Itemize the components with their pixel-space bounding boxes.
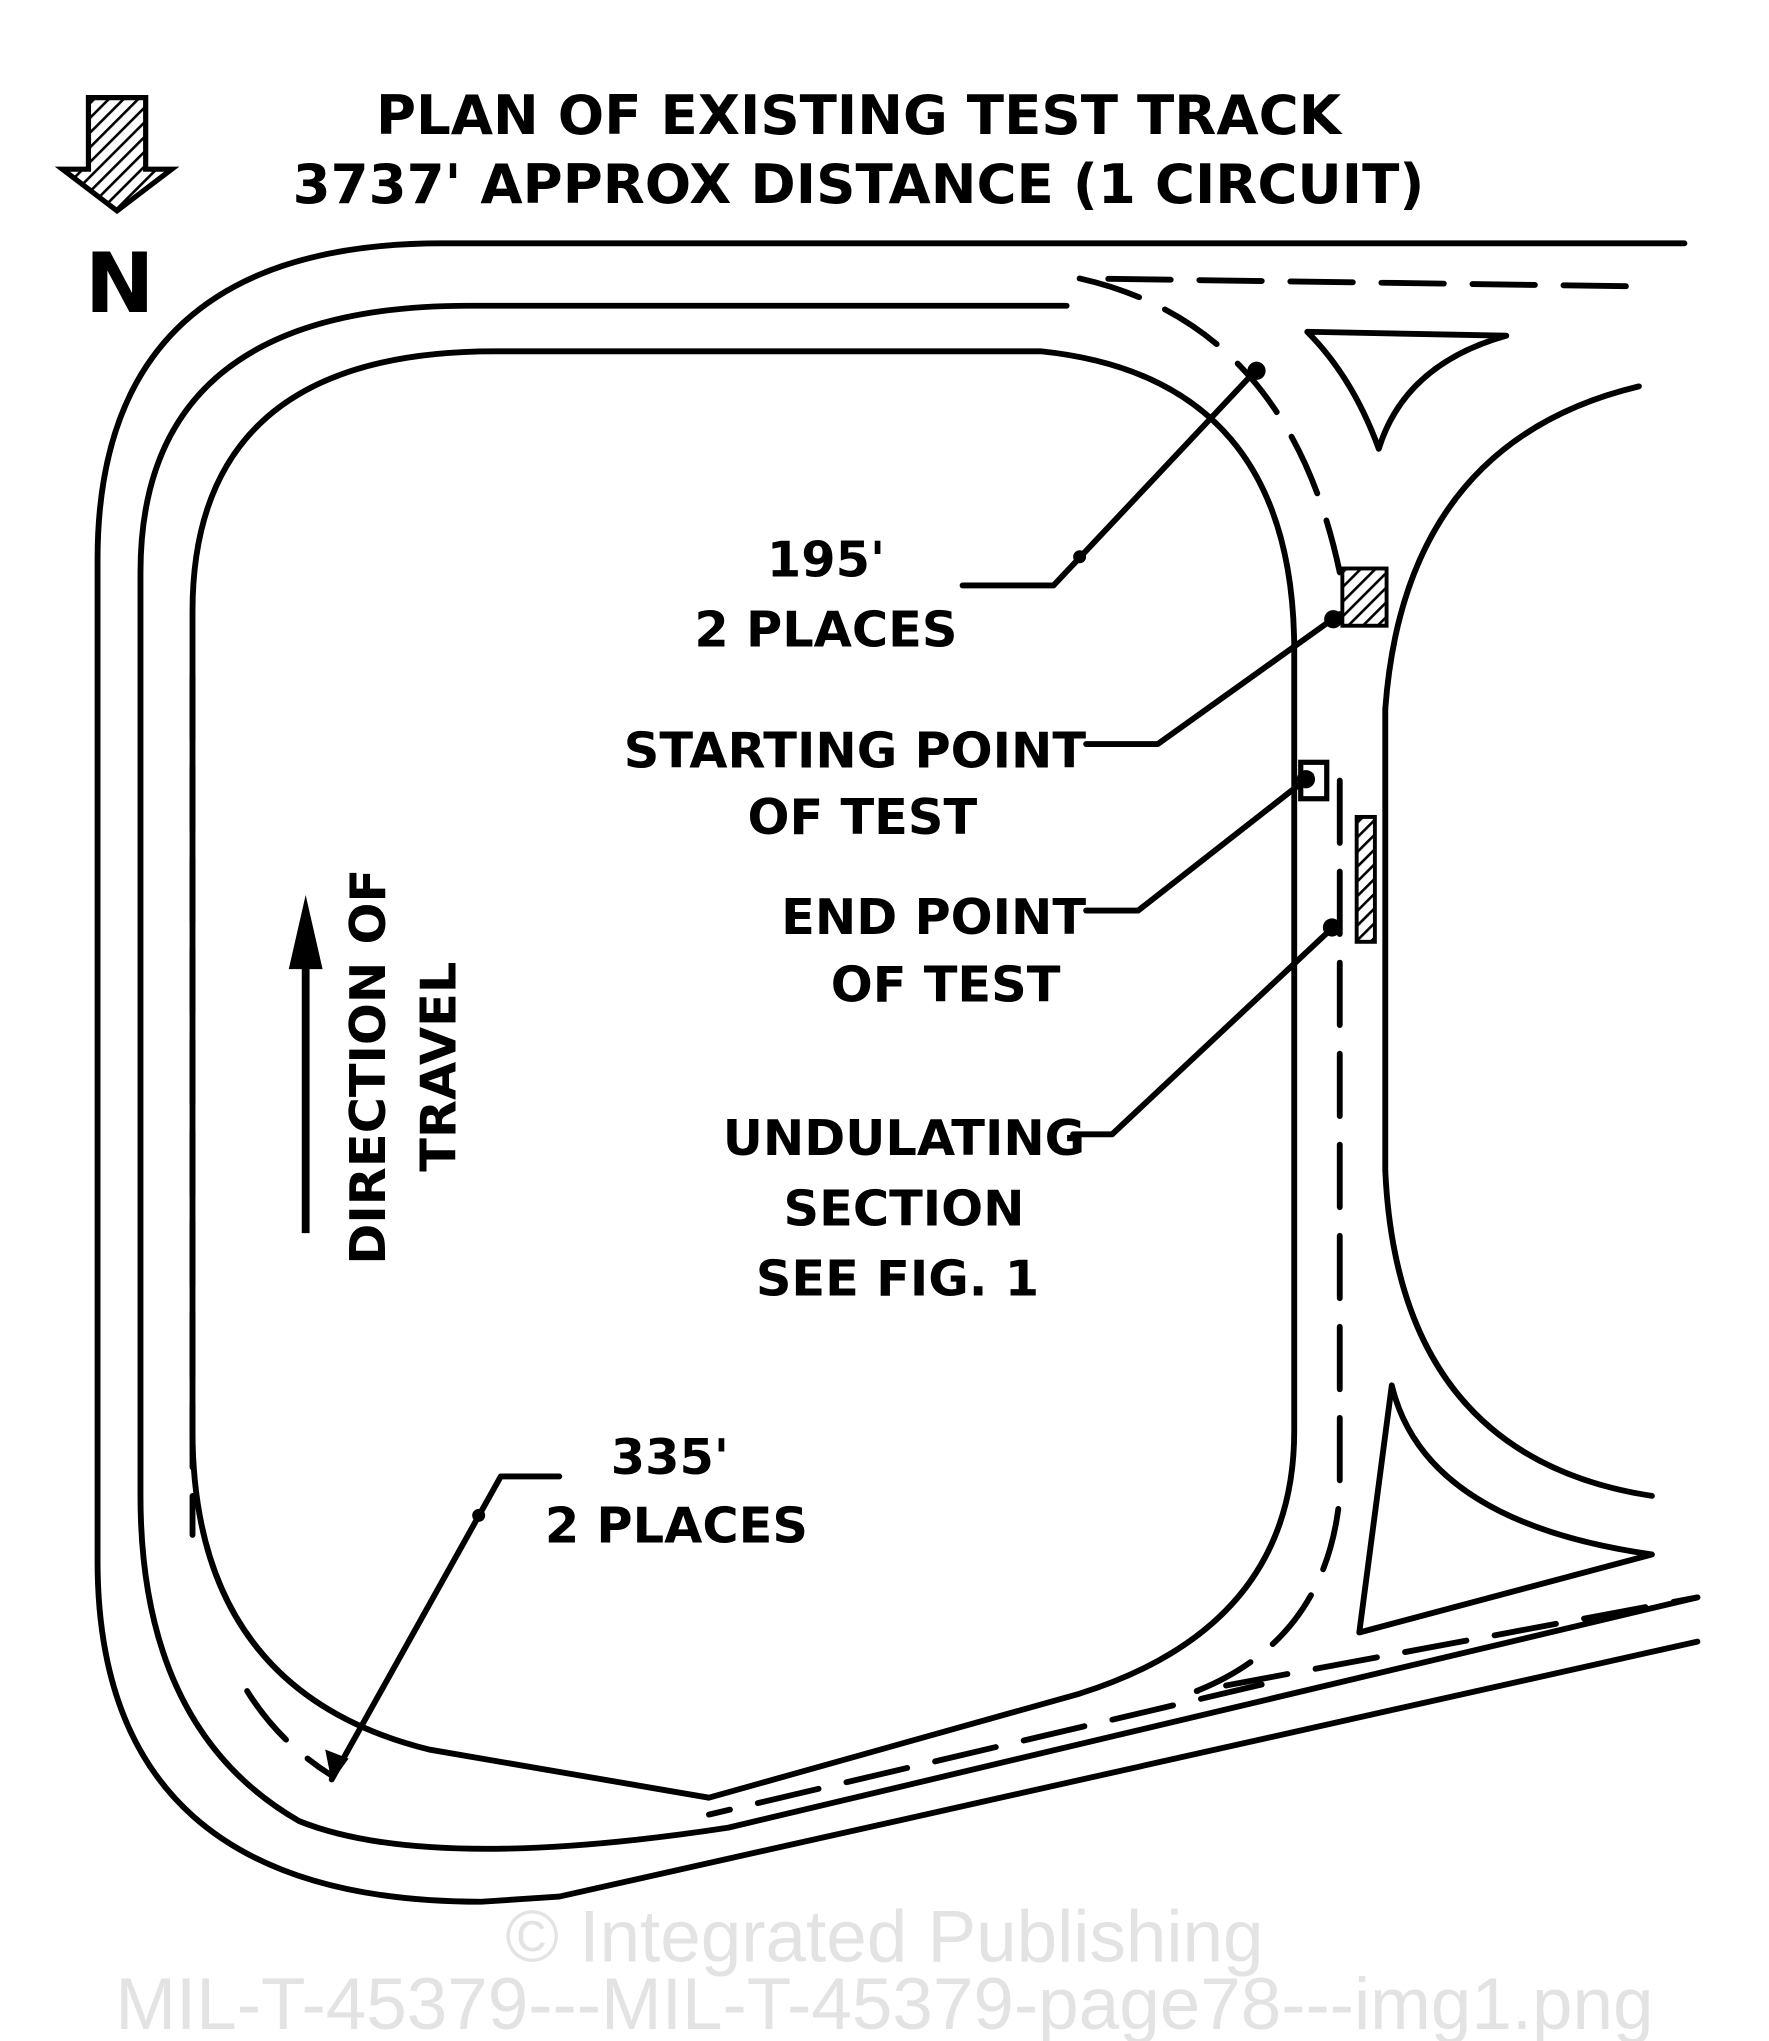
track-inner-edge — [189, 348, 1298, 1801]
title-line2: 3737' APPROX DISTANCE (1 CIRCUIT) — [293, 152, 1425, 216]
north-label: N — [85, 235, 155, 332]
leader-arrowheads — [325, 361, 1343, 1783]
title-line1: PLAN OF EXISTING TEST TRACK — [376, 83, 1343, 147]
watermark-line1: © Integrated Publishing — [505, 1897, 1263, 1978]
access-island-bottom — [1356, 1382, 1655, 1636]
track-lane-divider-top — [1076, 275, 1629, 576]
track-outer-edge — [94, 240, 1701, 1905]
access-road-curve — [1382, 383, 1655, 1499]
track-lane-divider-right — [1193, 777, 1701, 1694]
undulating-label-line3: SEE FIG. 1 — [756, 1250, 1039, 1308]
curve-top-dimension: 195' — [767, 530, 885, 588]
watermark-line2: MIL-T-45379---MIL-T-45379-page78---img1.… — [115, 1964, 1653, 2041]
end-point-label-line1: END POINT — [781, 888, 1086, 946]
direction-of-travel-arrow-icon — [288, 894, 323, 1234]
curve-bottom-dimension: 335' — [611, 1428, 729, 1486]
starting-point-label-line1: STARTING POINT — [624, 722, 1087, 780]
access-island-top — [1304, 328, 1510, 452]
starting-point-label-line2: OF TEST — [748, 788, 978, 846]
undulating-section-marker — [1354, 814, 1377, 944]
starting-point-marker — [1340, 566, 1389, 628]
track-lane-divider-bottom — [244, 1681, 1265, 1818]
direction-label-line2: TRAVEL — [409, 962, 467, 1172]
curve-top-places: 2 PLACES — [694, 601, 957, 659]
end-point-label-line2: OF TEST — [831, 956, 1061, 1014]
direction-label-line1: DIRECTION OF — [339, 869, 397, 1265]
undulating-label-line1: UNDULATING — [723, 1109, 1085, 1167]
leader-lines — [328, 363, 1343, 1783]
north-arrow-icon — [54, 95, 180, 215]
track-middle-edge — [137, 302, 1701, 1852]
undulating-label-line2: SECTION — [783, 1179, 1024, 1237]
curve-bottom-places: 2 PLACES — [545, 1497, 808, 1555]
